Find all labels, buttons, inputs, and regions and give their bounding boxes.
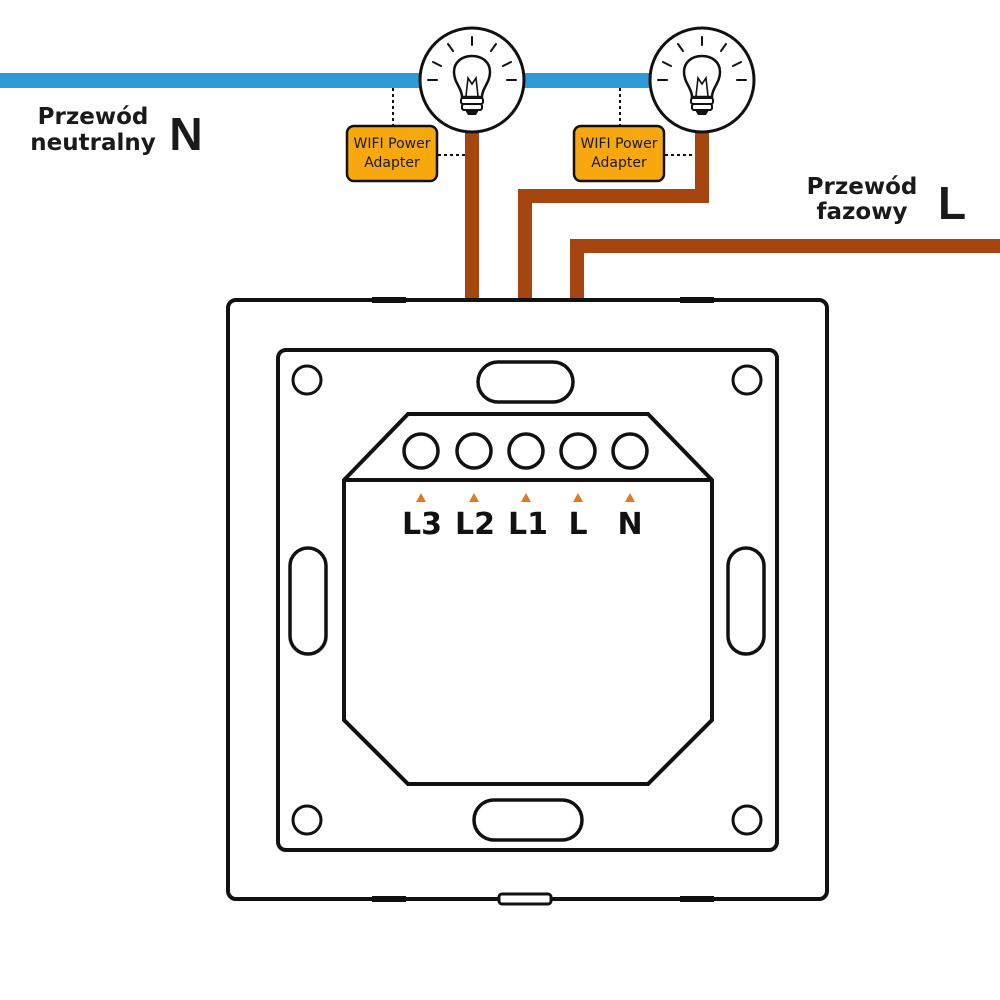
terminal-labels: L3 L2 L1 L N: [402, 507, 643, 542]
terminal-l2-hole: [455, 432, 493, 470]
adapter-1-line2: Adapter: [364, 155, 420, 171]
neutral-letter: N: [169, 108, 202, 160]
terminal-label-l1: L1: [508, 507, 548, 542]
phase-label-line1: Przewód: [807, 174, 918, 200]
adapter-2-line2: Adapter: [591, 155, 647, 171]
adapter-1-line1: WIFI Power: [354, 136, 431, 152]
adapter-2-line1: WIFI Power: [581, 136, 658, 152]
terminal-l3-hole: [402, 432, 440, 470]
neutral-label: Przewód neutralny N: [30, 104, 202, 160]
slot-top: [476, 360, 575, 404]
bulb-2: [648, 26, 756, 134]
phase-label: Przewód fazowy L: [807, 174, 966, 229]
neutral-label-line1: Przewód: [38, 104, 149, 130]
terminal-label-l2: L2: [455, 507, 495, 542]
slot-bottom: [472, 798, 584, 842]
screw-hole-bottom-right: [731, 804, 763, 836]
phase-label-line2: fazowy: [817, 199, 908, 225]
bulb-1: [418, 26, 526, 134]
phase-letter: L: [938, 177, 966, 229]
wifi-adapter-1: WIFI Power Adapter: [345, 124, 439, 183]
terminal-n-hole: [611, 432, 649, 470]
terminal-markers: [416, 493, 635, 502]
switch-module: [342, 412, 714, 786]
wifi-adapter-2: WIFI Power Adapter: [572, 124, 666, 183]
screw-hole-top-left: [291, 364, 323, 396]
neutral-wire: [0, 73, 700, 88]
screw-hole-top-right: [731, 364, 763, 396]
terminal-l-hole: [559, 432, 597, 470]
terminal-l1-hole: [507, 432, 545, 470]
slot-left: [288, 546, 328, 656]
adapter-dotted-links: [392, 88, 697, 156]
terminal-label-l3: L3: [402, 507, 442, 542]
slot-right: [726, 546, 766, 656]
terminal-label-n: N: [617, 507, 642, 542]
neutral-label-line2: neutralny: [30, 130, 155, 156]
terminal-label-l: L: [568, 507, 587, 542]
terminals: [402, 432, 649, 470]
screw-hole-bottom-left: [291, 804, 323, 836]
